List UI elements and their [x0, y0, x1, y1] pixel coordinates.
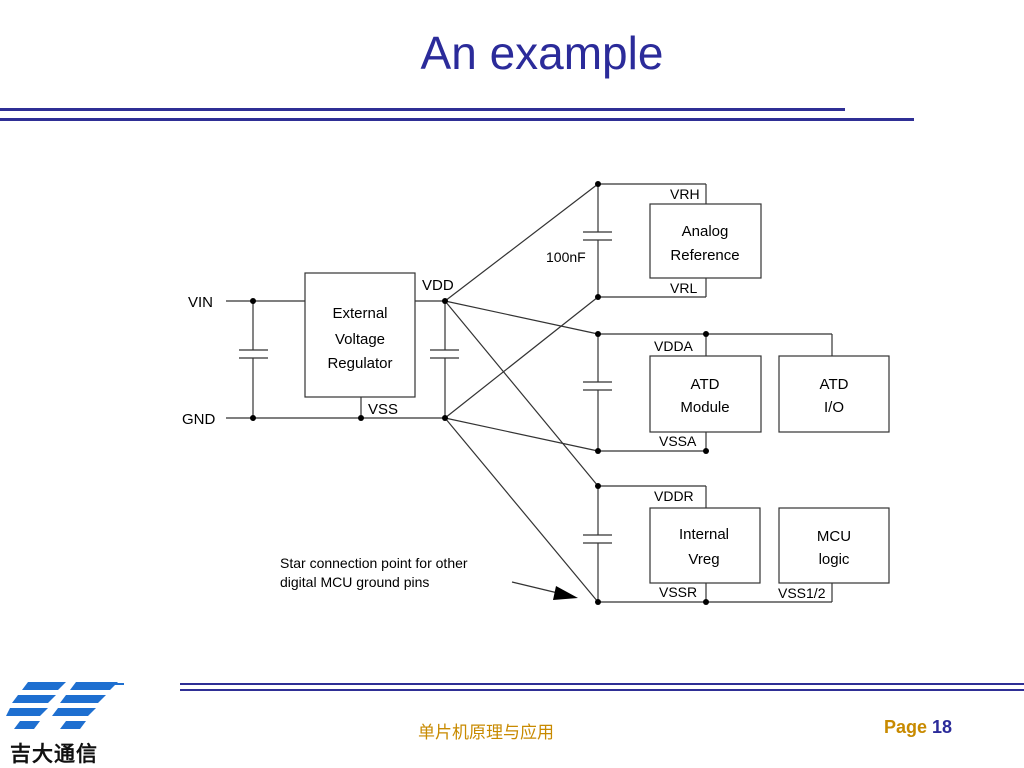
vin-label: VIN [188, 294, 213, 311]
atd-module-line1: ATD [691, 376, 720, 393]
analog-ref-line2: Reference [670, 247, 739, 264]
vdda-label: VDDA [654, 338, 694, 354]
gnd-label: GND [182, 411, 216, 428]
regulator-label-line2: Voltage [335, 331, 385, 348]
vss12-label: VSS1/2 [778, 585, 826, 601]
vrh-label: VRH [670, 186, 700, 202]
analog-ref-line1: Analog [682, 223, 729, 240]
vssa-label: VSSA [659, 433, 697, 449]
vss-label: VSS [368, 401, 398, 418]
footer-rule-bottom [180, 689, 1024, 691]
course-title: 单片机原理与应用 [418, 723, 554, 742]
cap-value-label: 100nF [546, 249, 586, 265]
internal-vreg-line2: Vreg [688, 551, 719, 568]
regulator-label-line3: Regulator [327, 355, 392, 372]
page-number: 18 [932, 717, 953, 737]
atd-io-line1: ATD [820, 376, 849, 393]
star-note-line2: digital MCU ground pins [280, 574, 429, 590]
vddr-label: VDDR [654, 488, 694, 504]
logo-icon [6, 682, 124, 729]
mcu-logic-line2: logic [819, 551, 850, 568]
atd-module-line2: Module [680, 399, 729, 416]
title-rule-bottom [0, 118, 914, 121]
page-title: An example [420, 27, 664, 79]
title-rule-top [0, 108, 845, 111]
star-note-line1: Star connection point for other [280, 555, 468, 571]
vrl-label: VRL [670, 280, 697, 296]
footer-rule-top [180, 683, 1024, 685]
logo-text: 吉大通信 [10, 743, 98, 766]
vssr-label: VSSR [659, 584, 697, 600]
page-indicator: Page 18 [884, 717, 952, 738]
internal-vreg-line1: Internal [679, 526, 729, 543]
page-label: Page [884, 717, 928, 737]
vdd-label: VDD [422, 277, 454, 294]
atd-io-line2: I/O [824, 399, 844, 416]
regulator-label-line1: External [332, 305, 387, 322]
mcu-logic-line1: MCU [817, 528, 851, 545]
